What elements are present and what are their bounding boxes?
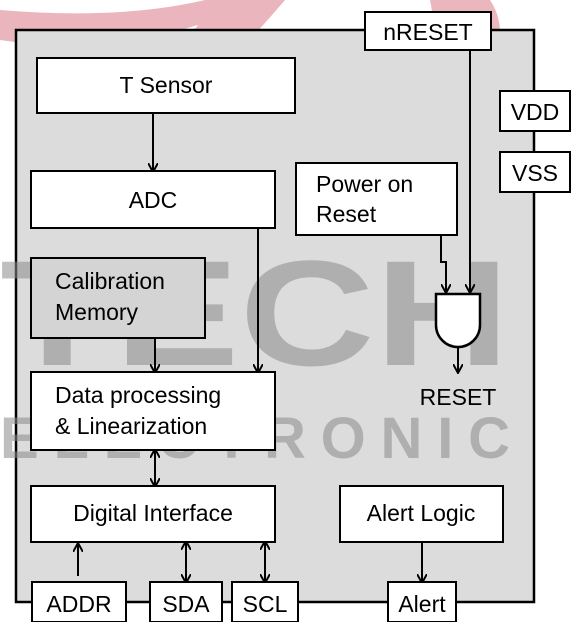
pin-alert: Alert — [387, 581, 457, 622]
pin-nreset-label: nRESET — [383, 19, 472, 45]
por-label-line2: Reset — [316, 201, 377, 227]
pin-scl: SCL — [231, 581, 299, 622]
pin-vdd: VDD — [499, 90, 571, 132]
reset-label: RESET — [420, 384, 497, 410]
pin-addr: ADDR — [31, 581, 127, 622]
power-on-reset-block: Power on Reset — [295, 162, 458, 236]
t-sensor-block: T Sensor — [36, 57, 296, 114]
pin-sda: SDA — [149, 581, 223, 622]
data-proc-label-line2: & Linearization — [55, 413, 207, 439]
alert-logic-block: Alert Logic — [339, 485, 504, 543]
calibration-memory-block: Calibration Memory — [30, 257, 206, 339]
pin-addr-label: ADDR — [46, 591, 111, 617]
pin-sda-label: SDA — [162, 591, 210, 617]
t-sensor-label: T Sensor — [120, 72, 213, 98]
pin-vss-label: VSS — [512, 160, 558, 186]
digital-interface-block: Digital Interface — [30, 485, 276, 543]
adc-block: ADC — [30, 170, 276, 229]
alert-logic-label: Alert Logic — [367, 500, 476, 526]
signal-lines — [78, 50, 470, 582]
pin-vss: VSS — [499, 151, 571, 193]
data-processing-block: Data processing & Linearization — [30, 371, 276, 451]
adc-label: ADC — [129, 187, 178, 213]
pin-vdd-label: VDD — [511, 99, 560, 125]
and-gate-icon — [434, 292, 482, 349]
pin-nreset: nRESET — [364, 11, 492, 51]
calibration-label-line1: Calibration — [55, 268, 165, 294]
data-proc-label-line1: Data processing — [55, 382, 221, 408]
calibration-label-line2: Memory — [55, 299, 139, 325]
digital-interface-label: Digital Interface — [73, 500, 233, 526]
pin-scl-label: SCL — [243, 591, 288, 617]
pin-alert-label: Alert — [398, 591, 446, 617]
por-label-line1: Power on — [316, 171, 413, 197]
